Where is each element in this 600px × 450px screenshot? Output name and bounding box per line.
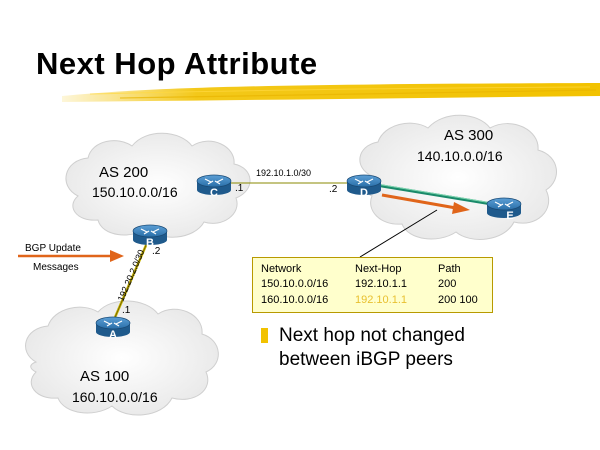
link-d-e bbox=[363, 181, 505, 208]
c-host-label: .1 bbox=[235, 183, 244, 194]
cloud-as200 bbox=[65, 132, 251, 238]
as300-name: AS 300 bbox=[444, 127, 494, 144]
table-row-1-network: 150.10.0.0/16 bbox=[261, 278, 329, 290]
bgp-update-label-line1: BGP Update bbox=[25, 243, 81, 254]
b-host-label: .2 bbox=[152, 246, 161, 257]
link-d-e-highlight bbox=[363, 181, 505, 206]
as200-network: 150.10.0.0/16 bbox=[92, 184, 178, 200]
title-underline-brush bbox=[62, 83, 600, 102]
d-host-label: .2 bbox=[329, 184, 338, 195]
bullet-marker-icon bbox=[261, 328, 268, 343]
as100-network: 160.10.0.0/16 bbox=[72, 389, 158, 405]
bullet-line-2: between iBGP peers bbox=[279, 349, 453, 370]
router-d-label: D bbox=[360, 187, 368, 199]
as300-network: 140.10.0.0/16 bbox=[417, 148, 503, 164]
as200-name: AS 200 bbox=[99, 164, 149, 181]
cloud-as100 bbox=[25, 300, 219, 416]
table-header-next-hop: Next-Hop bbox=[355, 263, 402, 275]
router-d-icon bbox=[346, 174, 382, 195]
router-b-label: B bbox=[146, 237, 154, 249]
table-header-path: Path bbox=[438, 263, 461, 275]
table-row-2-network: 160.10.0.0/16 bbox=[261, 294, 329, 306]
routing-table: Network Next-Hop Path 150.10.0.0/16 192.… bbox=[252, 257, 493, 313]
next-hop-arrow bbox=[381, 193, 470, 214]
table-row-1-path: 200 bbox=[438, 278, 457, 290]
table-row-1-next-hop: 192.10.1.1 bbox=[355, 278, 407, 290]
bullet-text: Next hop not changed between iBGP peers bbox=[279, 324, 465, 372]
page-title: Next Hop Attribute bbox=[36, 46, 318, 81]
callout-line bbox=[359, 209, 438, 258]
table-header-network: Network bbox=[261, 263, 302, 275]
router-b-icon bbox=[132, 224, 168, 245]
bullet-line-1: Next hop not changed bbox=[279, 325, 465, 346]
a-host-label: .1 bbox=[122, 305, 131, 316]
link-a-b-core bbox=[112, 235, 151, 323]
cd-subnet-label: 192.10.1.0/30 bbox=[256, 168, 312, 178]
router-a-label: A bbox=[109, 329, 117, 341]
table-row-2-path: 200 100 bbox=[438, 294, 478, 306]
router-c-icon bbox=[196, 174, 232, 195]
bgp-update-arrow bbox=[18, 250, 124, 262]
as100-name: AS 100 bbox=[80, 368, 130, 385]
router-e-label: E bbox=[506, 210, 513, 222]
router-a-icon bbox=[95, 316, 131, 337]
router-c-label: C bbox=[210, 187, 218, 199]
table-row-2-next-hop: 192.10.1.1 bbox=[355, 294, 407, 306]
bgp-update-label-line2: Messages bbox=[33, 262, 79, 273]
router-e-icon bbox=[486, 197, 522, 218]
